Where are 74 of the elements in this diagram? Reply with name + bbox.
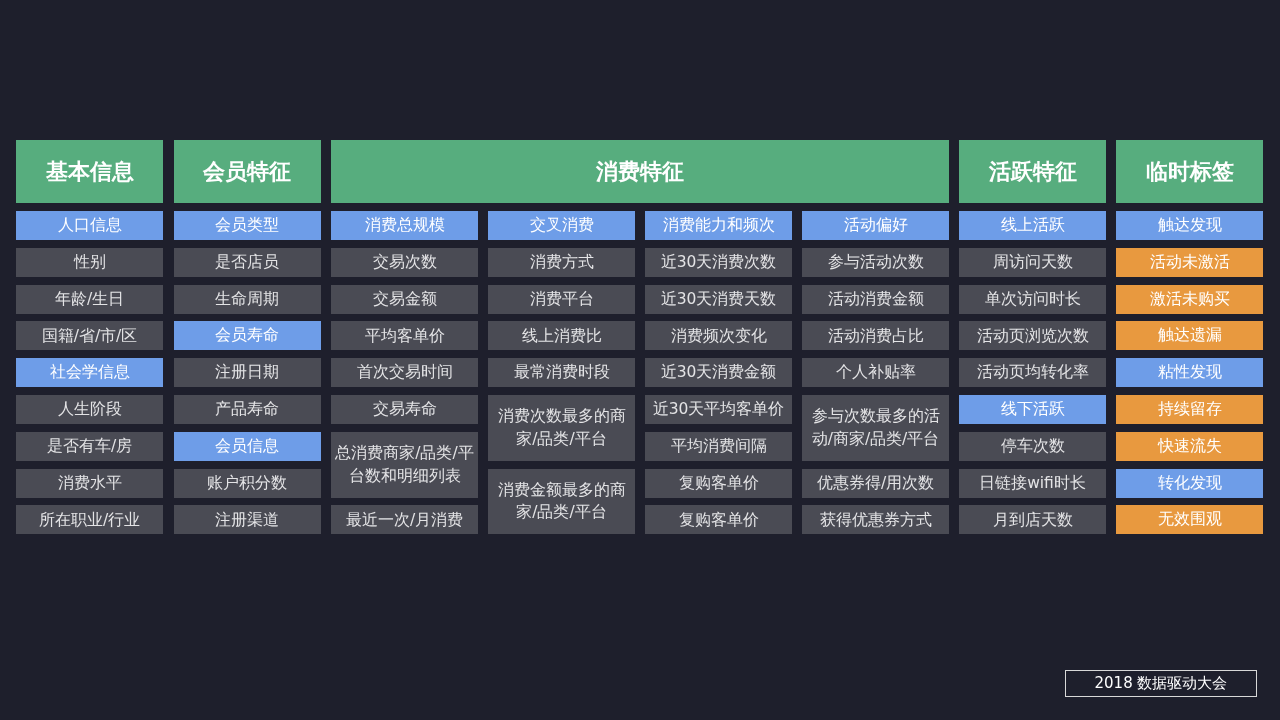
feature-tag: 活动页浏览次数 bbox=[959, 321, 1106, 351]
feature-tag: 复购客单价 bbox=[645, 505, 792, 535]
feature-tag: 近30天消费天数 bbox=[645, 284, 792, 314]
feature-tag: 性别 bbox=[16, 247, 163, 277]
alert-tag: 激活未购买 bbox=[1116, 284, 1263, 314]
event-badge: 2018 数据驱动大会 bbox=[1065, 670, 1257, 697]
feature-tag: 消费金额最多的商家/品类/平台 bbox=[488, 468, 635, 535]
feature-tag: 消费次数最多的商家/品类/平台 bbox=[488, 395, 635, 461]
subcategory-header: 消费能力和频次 bbox=[645, 211, 792, 240]
category-header: 基本信息 bbox=[16, 140, 163, 203]
category-header: 临时标签 bbox=[1116, 140, 1263, 203]
subcategory-header: 活动偏好 bbox=[802, 211, 949, 240]
subcategory-header: 触达发现 bbox=[1116, 211, 1263, 240]
feature-tag: 是否店员 bbox=[173, 247, 321, 277]
feature-tag: 参与次数最多的活动/商家/品类/平台 bbox=[802, 395, 949, 461]
alert-tag: 持续留存 bbox=[1116, 395, 1263, 424]
subcategory-header: 会员寿命 bbox=[173, 321, 321, 351]
alert-tag: 快速流失 bbox=[1116, 431, 1263, 461]
feature-tag: 年龄/生日 bbox=[16, 284, 163, 314]
feature-tag: 近30天消费金额 bbox=[645, 358, 792, 388]
feature-tag: 线上消费比 bbox=[488, 321, 635, 351]
feature-tag: 消费频次变化 bbox=[645, 321, 792, 351]
feature-tag: 总消费商家/品类/平台数和明细列表 bbox=[331, 431, 478, 498]
feature-tag: 活动消费占比 bbox=[802, 321, 949, 351]
category-header: 活跃特征 bbox=[959, 140, 1106, 203]
feature-tag: 近30天平均客单价 bbox=[645, 395, 792, 424]
feature-tag: 月到店天数 bbox=[959, 505, 1106, 535]
subcategory-header: 人口信息 bbox=[16, 211, 163, 240]
feature-tag: 交易次数 bbox=[331, 247, 478, 277]
feature-tag: 活动消费金额 bbox=[802, 284, 949, 314]
feature-tag: 优惠券得/用次数 bbox=[802, 468, 949, 498]
feature-tag: 消费水平 bbox=[16, 468, 163, 498]
feature-tag: 近30天消费次数 bbox=[645, 247, 792, 277]
subcategory-header: 会员类型 bbox=[173, 211, 321, 240]
feature-tag: 平均客单价 bbox=[331, 321, 478, 351]
feature-tag: 参与活动次数 bbox=[802, 247, 949, 277]
feature-tag: 账户积分数 bbox=[173, 468, 321, 498]
feature-tag: 个人补贴率 bbox=[802, 358, 949, 388]
subcategory-header: 线上活跃 bbox=[959, 211, 1106, 240]
alert-tag: 触达遗漏 bbox=[1116, 321, 1263, 351]
alert-tag: 活动未激活 bbox=[1116, 247, 1263, 277]
category-header: 会员特征 bbox=[173, 140, 321, 203]
subcategory-header: 会员信息 bbox=[173, 431, 321, 461]
alert-tag: 无效围观 bbox=[1116, 505, 1263, 535]
feature-tag: 是否有车/房 bbox=[16, 431, 163, 461]
feature-tag: 最近一次/月消费 bbox=[331, 505, 478, 535]
feature-tag: 停车次数 bbox=[959, 431, 1106, 461]
subcategory-header: 消费总规模 bbox=[331, 211, 478, 240]
feature-tag: 注册日期 bbox=[173, 358, 321, 388]
feature-tag: 交易寿命 bbox=[331, 395, 478, 424]
subcategory-header: 转化发现 bbox=[1116, 468, 1263, 498]
feature-tag: 国籍/省/市/区 bbox=[16, 321, 163, 351]
feature-tag: 生命周期 bbox=[173, 284, 321, 314]
feature-tag: 消费方式 bbox=[488, 247, 635, 277]
subcategory-header: 粘性发现 bbox=[1116, 358, 1263, 388]
subcategory-header: 交叉消费 bbox=[488, 211, 635, 240]
subcategory-header: 线下活跃 bbox=[959, 395, 1106, 424]
feature-tag: 最常消费时段 bbox=[488, 358, 635, 388]
feature-tag: 平均消费间隔 bbox=[645, 431, 792, 461]
feature-tag: 消费平台 bbox=[488, 284, 635, 314]
feature-tag: 获得优惠券方式 bbox=[802, 505, 949, 535]
feature-tag: 日链接wifi时长 bbox=[959, 468, 1106, 498]
subcategory-header: 社会学信息 bbox=[16, 358, 163, 388]
feature-tag: 周访问天数 bbox=[959, 247, 1106, 277]
feature-tag: 注册渠道 bbox=[173, 505, 321, 535]
feature-tag: 复购客单价 bbox=[645, 468, 792, 498]
feature-tag: 首次交易时间 bbox=[331, 358, 478, 388]
feature-tag: 交易金额 bbox=[331, 284, 478, 314]
feature-tag: 所在职业/行业 bbox=[16, 505, 163, 535]
category-header: 消费特征 bbox=[331, 140, 949, 203]
feature-tag: 人生阶段 bbox=[16, 395, 163, 424]
feature-tag: 产品寿命 bbox=[173, 395, 321, 424]
feature-tag: 单次访问时长 bbox=[959, 284, 1106, 314]
feature-tag: 活动页均转化率 bbox=[959, 358, 1106, 388]
